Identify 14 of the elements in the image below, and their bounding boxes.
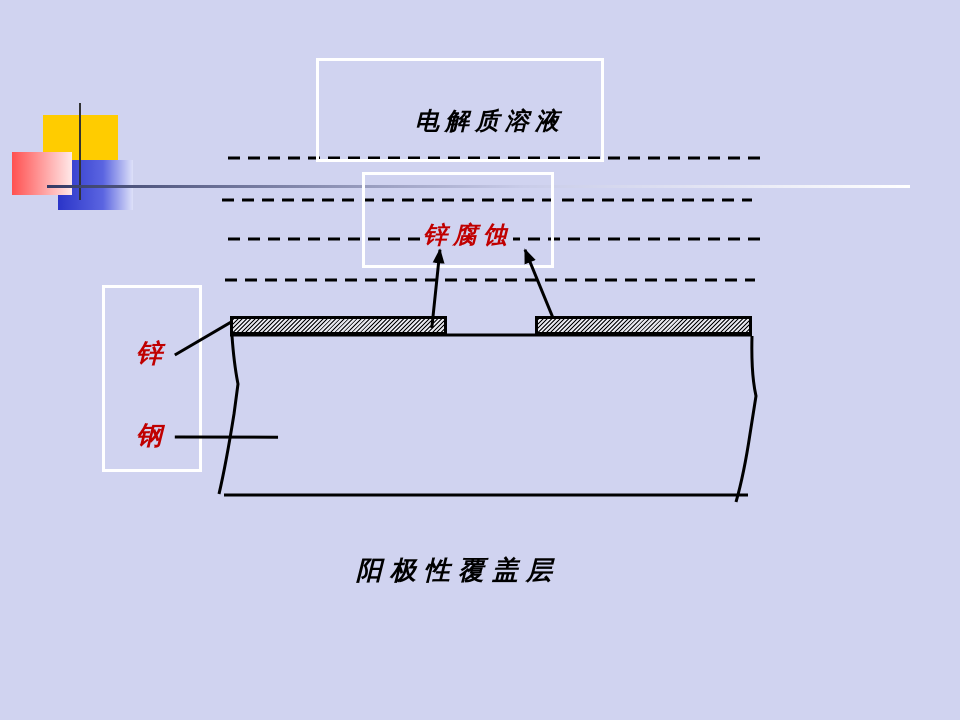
caption: 阳极性覆盖层 bbox=[356, 555, 560, 588]
region-label: 锌腐蚀 bbox=[423, 223, 513, 247]
material-label: 锌 bbox=[129, 341, 169, 367]
zinc-coating-bar bbox=[535, 316, 752, 335]
zinc-coating-bar bbox=[230, 316, 447, 335]
leader-line bbox=[174, 436, 278, 439]
arrow bbox=[524, 248, 554, 318]
region-label: 电解质溶液 bbox=[415, 109, 565, 133]
arrow bbox=[430, 248, 445, 328]
frame-box bbox=[316, 58, 604, 162]
material-label: 钢 bbox=[129, 423, 169, 449]
leader-line bbox=[174, 320, 232, 356]
frame-box bbox=[362, 172, 554, 268]
frame-box bbox=[102, 285, 202, 472]
